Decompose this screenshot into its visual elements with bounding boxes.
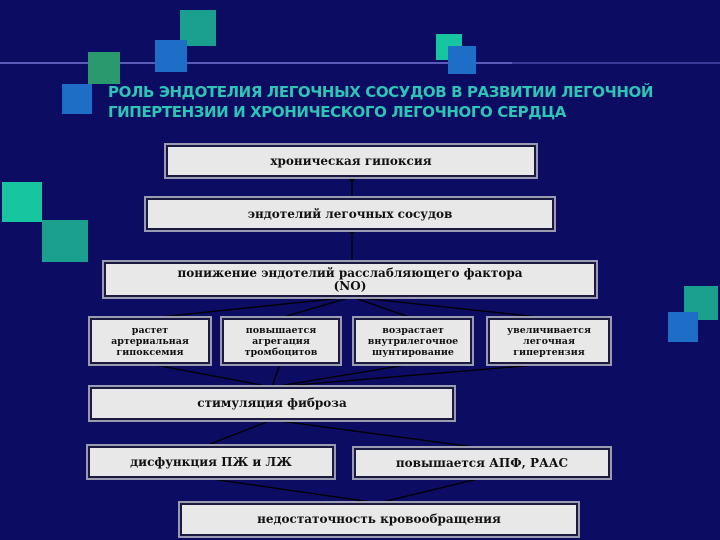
decor-square: [2, 182, 42, 222]
box-label: стимуляция фиброза: [197, 396, 347, 410]
decor-square: [668, 312, 698, 342]
box-arterial-hypoxemia: растет артериальная гипоксемия: [88, 316, 212, 366]
box-label: растет: [131, 324, 169, 336]
box-label: шунтирование: [372, 346, 454, 358]
box-ace-raas: повышается АПФ, РААС: [352, 446, 612, 480]
decor-square: [155, 40, 187, 72]
box-label: легочная: [523, 335, 575, 347]
box-fibrosis-stimulation: стимуляция фиброза: [88, 385, 456, 422]
decor-square: [42, 220, 88, 262]
box-label: тромбоцитов: [244, 346, 318, 358]
title-line-2: ГИПЕРТЕНЗИИ И ХРОНИЧЕСКОГО ЛЕГОЧНОГО СЕР…: [108, 103, 566, 121]
box-label: возрастает: [382, 324, 444, 336]
decor-square: [62, 84, 92, 114]
box-label: хроническая гипоксия: [270, 153, 432, 168]
box-label: повышается АПФ, РААС: [395, 455, 569, 470]
box-label: повышается: [245, 324, 317, 336]
box-intrapulmonary-shunting: возрастает внутрилегочное шунтирование: [352, 316, 474, 366]
box-circulatory-insufficiency: недостаточность кровообращения: [178, 501, 580, 538]
slide-title: РОЛЬ ЭНДОТЕЛИЯ ЛЕГОЧНЫХ СОСУДОВ В РАЗВИТ…: [108, 82, 714, 122]
decor-square: [88, 52, 120, 84]
decor-line-right: [512, 62, 720, 64]
box-ventricular-dysfunction: дисфункция ПЖ и ЛЖ: [86, 444, 336, 480]
box-label: недостаточность кровообращения: [257, 512, 501, 526]
title-line-1: РОЛЬ ЭНДОТЕЛИЯ ЛЕГОЧНЫХ СОСУДОВ В РАЗВИТ…: [108, 83, 653, 101]
box-pulmonary-endothelium: эндотелий легочных сосудов: [144, 196, 556, 232]
box-platelet-aggregation: повышается агрегация тромбоцитов: [220, 316, 342, 366]
box-label: эндотелий легочных сосудов: [247, 206, 453, 221]
box-label: понижение эндотелий расслабляющего факто…: [177, 265, 523, 280]
box-label: гипоксемия: [116, 346, 184, 358]
decor-square: [448, 46, 476, 74]
decor-line-top: [0, 62, 512, 64]
box-label: дисфункция ПЖ и ЛЖ: [130, 454, 292, 469]
box-label: (NO): [333, 278, 367, 293]
box-chronic-hypoxia: хроническая гипоксия: [164, 143, 538, 179]
box-label: гипертензия: [513, 346, 585, 358]
box-label: артериальная: [111, 335, 189, 347]
box-label: увеличивается: [507, 324, 591, 336]
box-label: внутрилегочное: [367, 335, 459, 347]
box-pulmonary-hypertension: увеличивается легочная гипертензия: [486, 316, 612, 366]
box-no-decrease: понижение эндотелий расслабляющего факто…: [102, 260, 598, 299]
box-label: агрегация: [252, 335, 310, 347]
